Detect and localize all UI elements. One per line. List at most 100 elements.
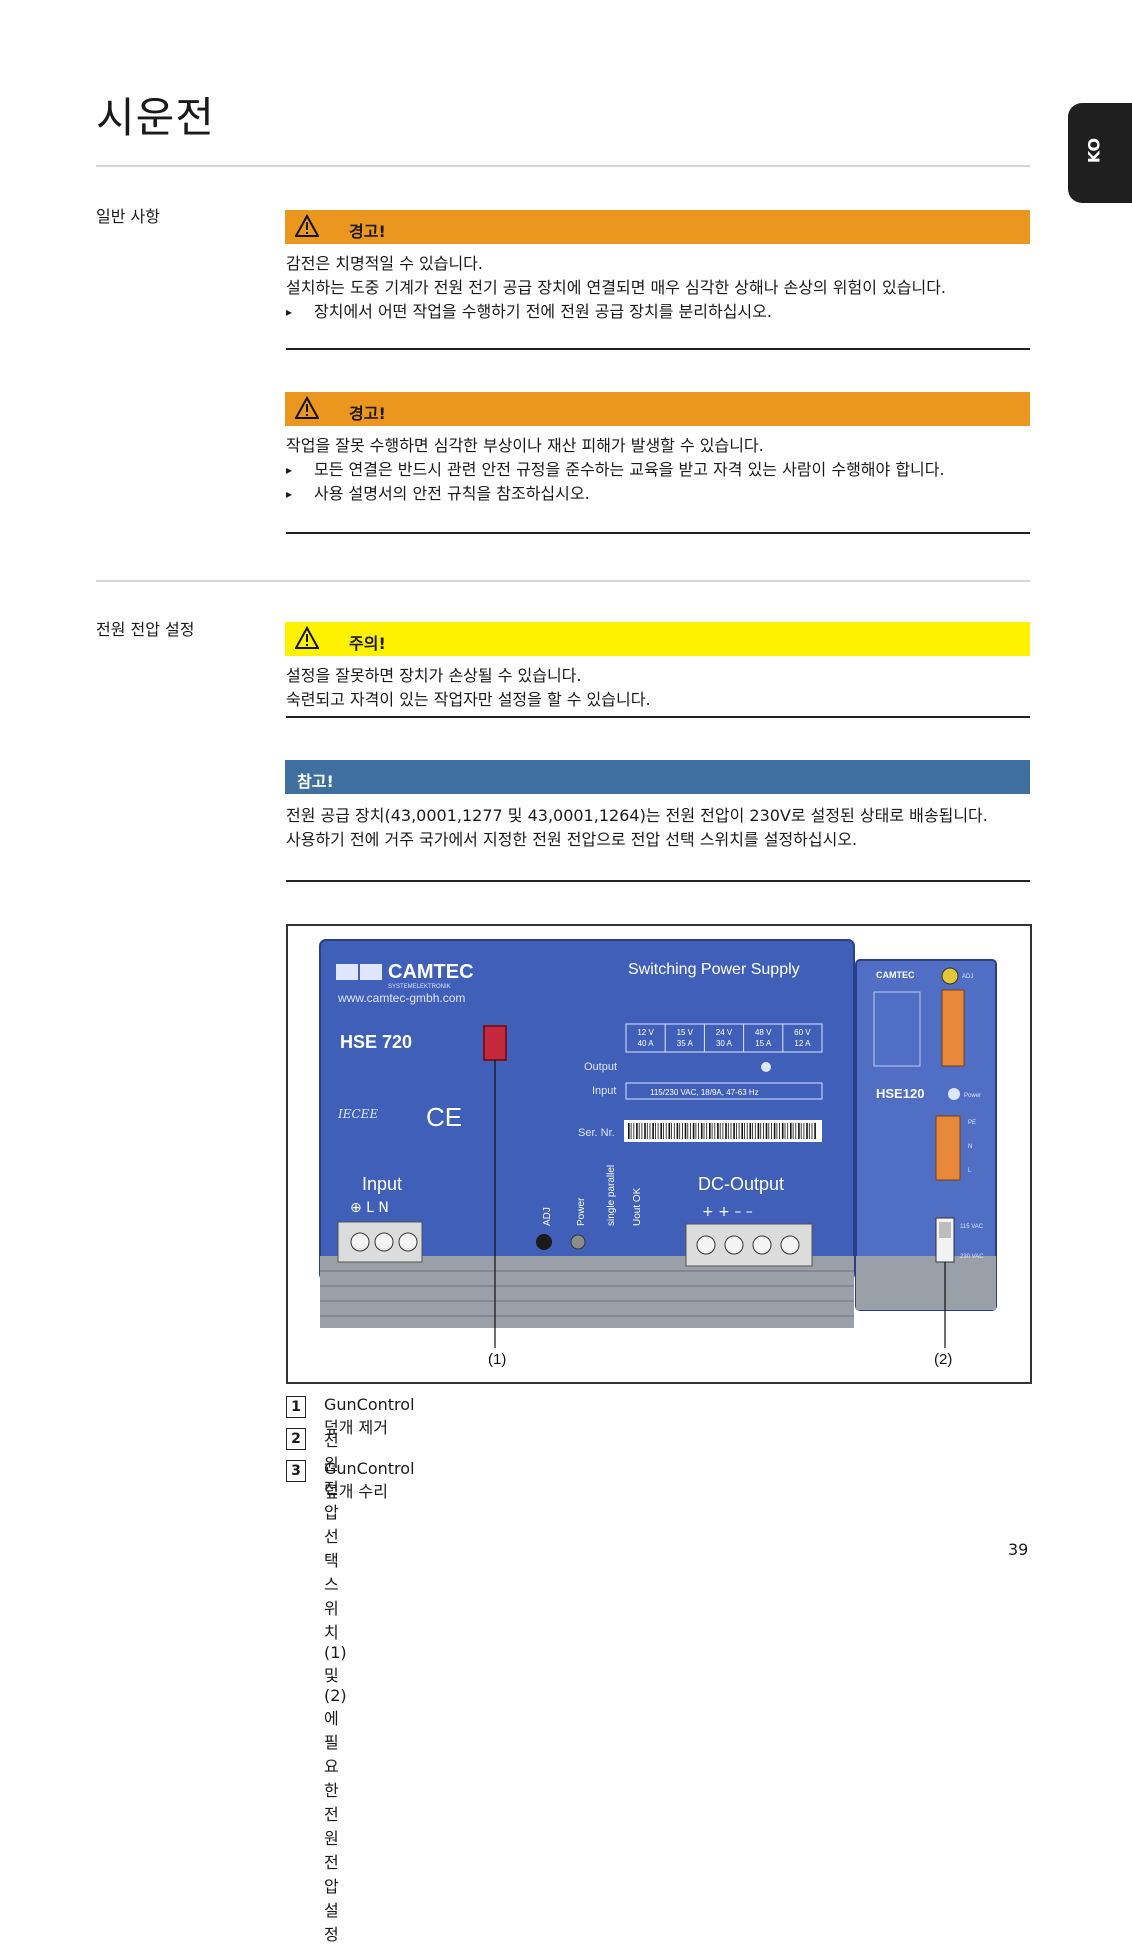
note-line: 전원 공급 장치(43,0001,1277 및 43,0001,1264)는 전… (286, 806, 988, 825)
warning-line: 감전은 치명적일 수 있습니다. (286, 254, 483, 273)
voltage-switch-1 (483, 1025, 507, 1061)
side-brand: CAMTEC (876, 970, 915, 980)
barcode-lines (628, 1123, 816, 1139)
caution-bar: 주의! (285, 622, 1030, 656)
device-photo: CAMTEC SYSTEMELEKTRONIK www.camtec-gmbh.… (286, 924, 1032, 1384)
side-switch-230: 230 VAC (960, 1254, 984, 1260)
side-label-pe: PE (968, 1120, 976, 1126)
indicator-adj: ADJ (542, 1207, 553, 1226)
caution-rule (286, 716, 1030, 718)
output-table-cell: 30 A (716, 1039, 733, 1048)
warning-triangle-icon (295, 396, 319, 419)
warning-text-2: 작업을 잘못 수행하면 심각한 부상이나 재산 피해가 발생할 수 있습니다. … (286, 434, 1030, 506)
dc-output-symbols: + + – – (702, 1204, 753, 1220)
note-line: 사용하기 전에 거주 국가에서 지정한 전원 전압으로 전압 선택 스위치를 설… (286, 830, 858, 849)
output-table-cell: 15 V (677, 1028, 694, 1037)
warning-bar-2: 경고! (285, 392, 1030, 426)
warning-rule (286, 532, 1030, 534)
section-divider (96, 165, 1030, 167)
caution-line: 설정을 잘못하면 장치가 손상될 수 있습니다. (286, 666, 582, 685)
output-table: 12 V 40 A 15 V 35 A 24 V 30 A 48 V 15 A 60 V 12 A (625, 1023, 823, 1053)
side-model: HSE120 (876, 1086, 924, 1101)
side-label-l: L (968, 1168, 972, 1174)
indicator-power: Power (576, 1197, 587, 1226)
output-table-cell: 12 A (794, 1039, 811, 1048)
input-terminal-symbols: ⊕ L N (350, 1200, 389, 1216)
note-heading: 참고! (297, 772, 334, 791)
main-unit-vents (320, 1256, 854, 1328)
section-divider (96, 580, 1030, 582)
device-illustration: CAMTEC SYSTEMELEKTRONIK www.camtec-gmbh.… (319, 939, 997, 1368)
main-model: HSE 720 (340, 1032, 412, 1052)
side-switch-115: 115 VAC (960, 1224, 984, 1230)
warning-bar-1: 경고! (285, 210, 1030, 244)
warning-bullet: 사용 설명서의 안전 규칙을 참조하십시오. (286, 482, 1030, 506)
step-text: GunControl 덮개 수리 (324, 1459, 415, 1501)
output-table-cell: 48 V (755, 1028, 772, 1037)
serial-label: Ser. Nr. (578, 1127, 615, 1139)
output-table-cell: 35 A (677, 1039, 694, 1048)
input-terminal-label: Input (362, 1174, 402, 1194)
section-label-voltage: 전원 전압 설정 (96, 620, 195, 639)
warning-triangle-icon (295, 214, 319, 237)
note-bar: 참고! (285, 760, 1030, 794)
language-tab-label: KO (1084, 137, 1104, 164)
side-adj-label: ADJ (962, 974, 973, 980)
warning-bullet: 장치에서 어떤 작업을 수행하기 전에 전원 공급 장치를 분리하십시오. (286, 300, 1030, 324)
side-adj-knob (941, 967, 959, 985)
output-table-cell: 15 A (755, 1039, 772, 1048)
caution-line: 숙련되고 자격이 있는 작업자만 설정을 할 수 있습니다. (286, 690, 651, 709)
step-number: 1 (286, 1396, 306, 1418)
page-title: 시운전 (96, 93, 215, 142)
output-label: Output (584, 1061, 617, 1073)
side-power-led (948, 1088, 960, 1100)
output-table-cell: 40 A (638, 1039, 655, 1048)
callout-label-2: (2) (934, 1351, 952, 1368)
step-text: GunControl 덮개 제거 (324, 1395, 415, 1437)
main-brand: CAMTEC (388, 961, 474, 983)
product-type: Switching Power Supply (628, 961, 800, 978)
output-indicator-dot (761, 1062, 771, 1072)
callout-label-1: (1) (488, 1351, 506, 1368)
input-spec-box (625, 1082, 823, 1100)
indicator-single-parallel: single parallel (606, 1165, 617, 1226)
ce-mark: CE (426, 1102, 462, 1132)
step-number: 3 (286, 1460, 306, 1482)
dc-output-label: DC-Output (698, 1174, 784, 1194)
side-power-label: Power (964, 1093, 981, 1099)
side-input-connector (935, 1115, 961, 1181)
section-label-general: 일반 사항 (96, 207, 160, 226)
warning-line: 작업을 잘못 수행하면 심각한 부상이나 재산 피해가 발생할 수 있습니다. (286, 436, 764, 455)
input-label: Input (592, 1085, 616, 1097)
language-tab[interactable]: KO (1068, 103, 1132, 203)
camtec-logo-icon (336, 964, 358, 980)
side-output-table (873, 991, 921, 1067)
warning-text-1: 감전은 치명적일 수 있습니다. 설치하는 도중 기계가 전원 전기 공급 장치… (286, 252, 1030, 324)
output-table-cell: 24 V (716, 1028, 733, 1037)
caution-heading: 주의! (349, 634, 386, 653)
adj-knob (536, 1234, 552, 1250)
warning-rule (286, 348, 1030, 350)
warning-heading: 경고! (349, 404, 386, 423)
warning-bullet: 모든 연결은 반드시 관련 안전 규정을 준수하는 교육을 받고 자격 있는 사… (286, 458, 1030, 482)
note-rule (286, 880, 1030, 882)
note-text: 전원 공급 장치(43,0001,1277 및 43,0001,1264)는 전… (286, 804, 1030, 852)
indicator-uout-ok: Uout OK (632, 1187, 643, 1226)
main-brand-sub: SYSTEMELEKTRONIK (388, 984, 451, 990)
side-label-n: N (968, 1144, 972, 1150)
input-value: 115/230 VAC, 18/9A, 47-63 Hz (650, 1088, 759, 1097)
power-led (570, 1234, 586, 1250)
warning-line: 설치하는 도중 기계가 전원 전기 공급 장치에 연결되면 매우 심각한 상해나… (286, 278, 947, 297)
page-number: 39 (1008, 1540, 1029, 1559)
step-number: 2 (286, 1428, 306, 1450)
vent-grid (320, 1270, 854, 1317)
output-table-cell: 12 V (637, 1028, 654, 1037)
side-unit-vents (856, 1256, 996, 1310)
caution-triangle-icon (295, 626, 319, 649)
side-output-connector (941, 989, 965, 1067)
step-text: 전원 전압 선택 스위치 (1) 및 (2)에 필요한 전원 전압 설정 (324, 1431, 347, 1944)
output-table-cell: 60 V (794, 1028, 811, 1037)
main-url: www.camtec-gmbh.com (337, 991, 465, 1005)
warning-heading: 경고! (349, 222, 386, 241)
caution-text: 설정을 잘못하면 장치가 손상될 수 있습니다. 숙련되고 자격이 있는 작업자… (286, 664, 1030, 712)
